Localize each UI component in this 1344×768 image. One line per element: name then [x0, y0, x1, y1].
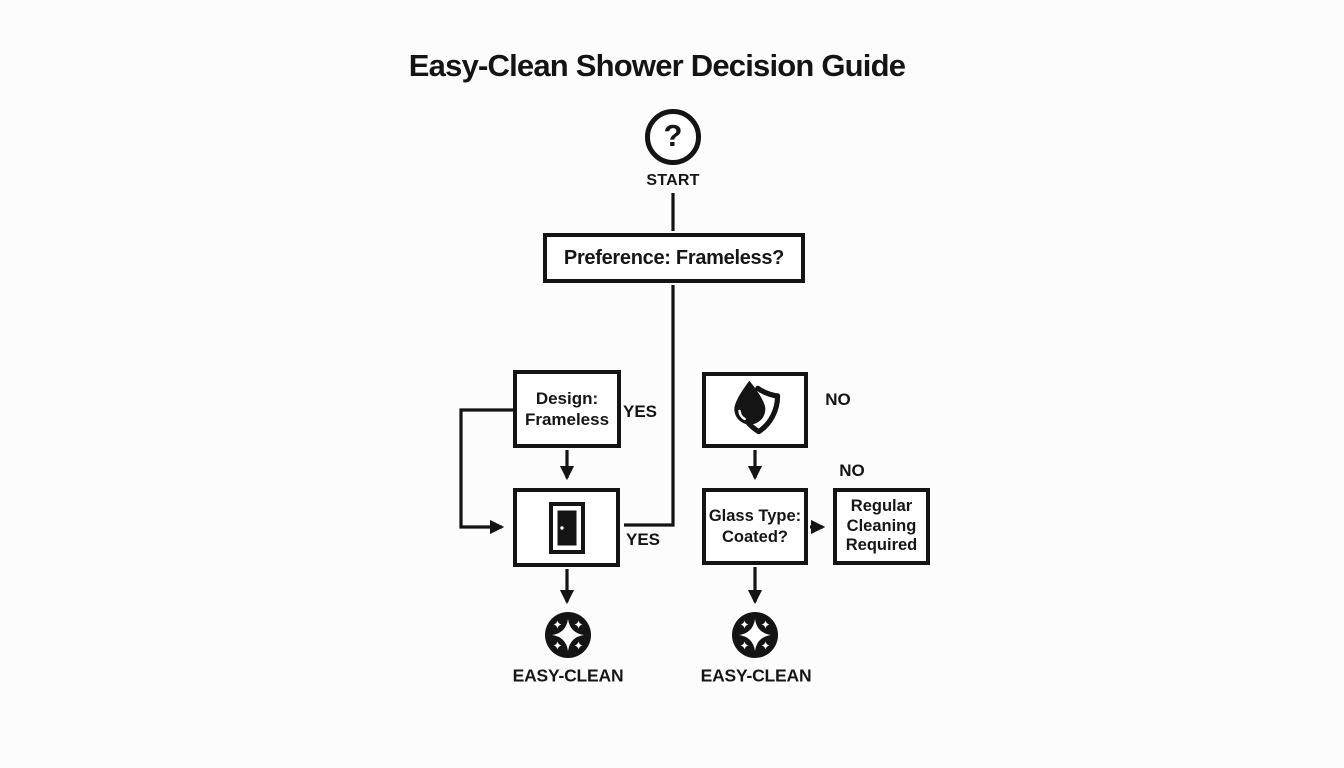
design-frameless-box: Design: Frameless	[513, 370, 621, 448]
easy-clean-node-right	[732, 612, 778, 658]
preference-frameless-box: Preference: Frameless?	[543, 233, 805, 283]
regular-label-line2: Cleaning	[846, 516, 917, 535]
sparkle-icon	[545, 612, 591, 658]
connector-preference-trunk-to-door	[624, 285, 675, 527]
easy-clean-label-left: EASY-CLEAN	[512, 665, 624, 686]
glass-label-line1: Glass Type:	[708, 506, 802, 525]
start-label: START	[646, 172, 700, 189]
water-protection-box	[702, 372, 808, 448]
preference-frameless-label: Preference: Frameless?	[563, 246, 785, 269]
design-label-line2: Frameless	[524, 410, 610, 429]
frameless-door-box	[513, 488, 620, 567]
easy-clean-label-right: EASY-CLEAN	[700, 665, 812, 686]
start-node: ?	[645, 109, 701, 165]
branch-label-no-water: NO	[825, 390, 851, 409]
branch-label-yes-door: YES	[625, 530, 661, 549]
branch-label-yes-design: YES	[622, 402, 658, 421]
easy-clean-node-left	[545, 612, 591, 658]
regular-cleaning-required-box: Regular Cleaning Required	[833, 488, 930, 565]
glass-type-coated-box: Glass Type: Coated?	[702, 488, 808, 565]
water-drop-shield-icon	[734, 380, 781, 435]
design-label-line1: Design:	[535, 388, 599, 408]
regular-label-line3: Required	[845, 536, 918, 555]
question-circle-icon: ?	[663, 118, 683, 153]
connector-design-elbow-to-door	[459, 408, 513, 535]
page-title: Easy-Clean Shower Decision Guide	[408, 48, 906, 83]
regular-label-line1: Regular	[850, 497, 913, 516]
branch-label-no-regular: NO	[839, 461, 865, 480]
glass-label-line2: Coated?	[722, 527, 788, 546]
door-icon	[548, 501, 585, 554]
sparkle-icon	[732, 612, 778, 658]
